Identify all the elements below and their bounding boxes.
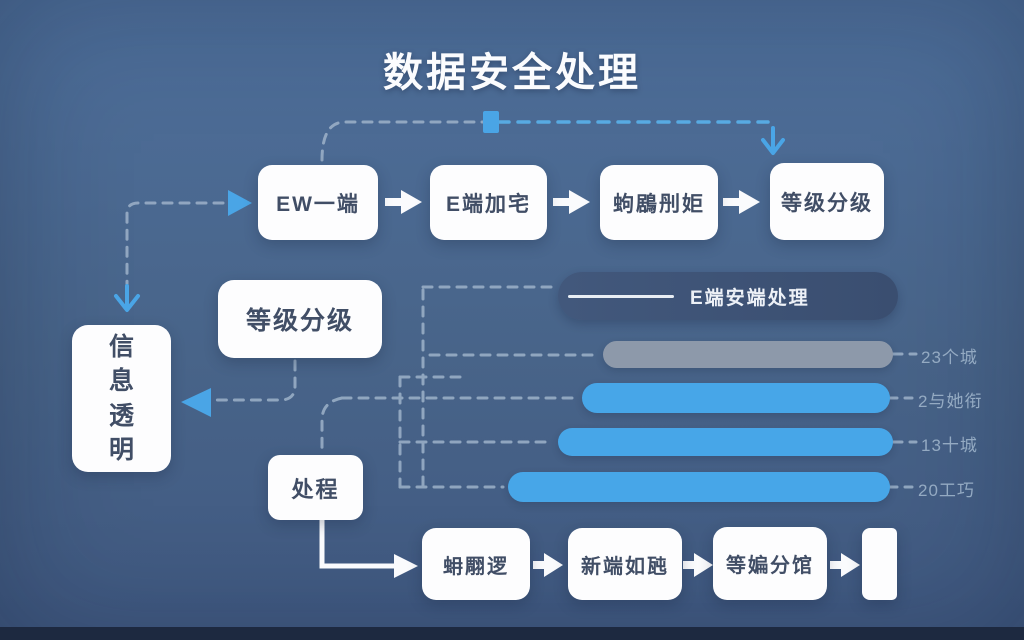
arrow-left-icon — [181, 388, 211, 417]
arrow-right-icon — [385, 190, 422, 214]
arrow-right-icon — [394, 554, 418, 578]
arrow-down-icon — [761, 126, 785, 155]
node-label: 蚼鶋刐姖 — [613, 192, 705, 216]
page-title: 数据安全处理 — [383, 51, 641, 95]
flow-node-process: 处程 — [268, 455, 363, 520]
node-label: 等级分级 — [781, 191, 873, 215]
node-label: 等媥分馆 — [726, 555, 814, 577]
flow-node-top-3: 蚼鶋刐姖 — [600, 165, 718, 240]
arrow-right-icon — [228, 190, 252, 216]
node-label: E端加宅 — [445, 192, 531, 216]
node-label: 等级分级 — [245, 307, 354, 335]
bar-2 — [582, 383, 890, 413]
node-label: 蚦翢逻 — [443, 555, 509, 578]
flow-node-bottom-1: 蚦翢逻 — [422, 528, 530, 600]
elbow-connector — [319, 520, 396, 569]
node-label: 处程 — [291, 476, 340, 502]
bottom-edge-strip — [0, 627, 1024, 640]
flow-node-top-2: E端加宅 — [430, 165, 547, 240]
bar-3 — [558, 428, 893, 456]
arrow-right-icon — [683, 553, 713, 577]
arrow-right-icon — [723, 190, 760, 214]
pill-label: E端安端处理 — [690, 287, 810, 309]
node-label: 新端如瓲 — [581, 555, 669, 578]
node-label-vertical: 信息透明 — [108, 332, 134, 465]
pill-rule-line — [568, 294, 674, 298]
flow-node-top-4: 等级分级 — [770, 163, 884, 240]
flow-node-level: 等级分级 — [218, 280, 382, 358]
section-header-pill: E端安端处理 — [558, 272, 898, 320]
arrow-right-icon — [533, 553, 563, 577]
square-marker-icon — [483, 111, 499, 133]
flow-node-info: 信息透明 — [72, 325, 171, 472]
arrow-right-icon — [830, 553, 860, 577]
bar-4 — [508, 472, 890, 502]
node-label: EW一端 — [276, 192, 360, 216]
flow-node-bottom-2: 新端如瓲 — [568, 528, 682, 600]
bar-label-2: 2与她衔 — [918, 392, 983, 411]
arrow-down-icon — [114, 284, 140, 312]
bar-label-1: 23个城 — [921, 348, 978, 367]
flow-node-top-1: EW一端 — [258, 165, 378, 240]
bar-label-3: 13十城 — [921, 436, 978, 455]
flow-node-bottom-partial — [862, 528, 897, 600]
bar-label-4: 20工巧 — [918, 481, 975, 500]
bar-1 — [603, 341, 893, 368]
flow-node-bottom-3: 等媥分馆 — [713, 527, 827, 600]
arrow-right-icon — [553, 190, 590, 214]
